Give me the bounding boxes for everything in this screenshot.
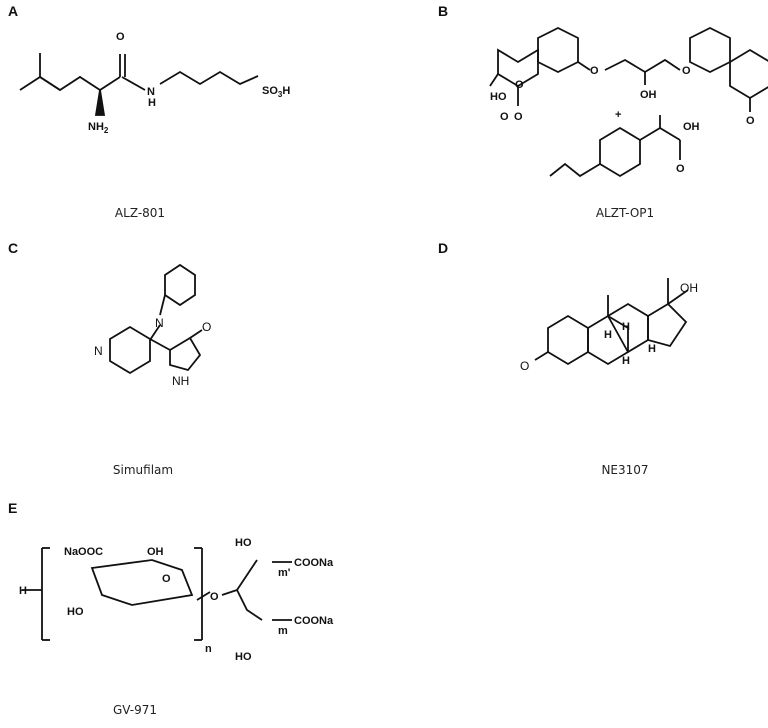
atom-h: H: [622, 355, 630, 367]
atom-h: H: [148, 97, 156, 109]
atom-oh: OH: [680, 281, 698, 295]
caption-gv-971: GV-971: [112, 703, 158, 717]
structure-alz-801: O N H NH2 SO3H: [19, 31, 290, 135]
subscript-m: m: [278, 625, 288, 637]
atom-h: H: [604, 329, 612, 341]
atom-oh: OH: [683, 121, 700, 133]
caption-ne3107: NE3107: [601, 463, 649, 477]
atom-o: O: [590, 65, 599, 77]
atom-ho: HO: [67, 606, 84, 618]
atom-o: O: [515, 79, 524, 91]
structure-simufilam: N N O NH: [94, 263, 211, 388]
atom-ho: HO: [235, 651, 252, 663]
atom-h: H: [19, 585, 27, 597]
subscript-n: n: [205, 643, 212, 655]
atom-h: H: [648, 343, 656, 355]
panel-label-b: B: [438, 3, 449, 19]
panel-label-c: C: [8, 240, 19, 256]
atom-coona: COONa: [294, 615, 334, 627]
atom-o: O: [514, 111, 523, 123]
atom-so3h: SO3H: [262, 85, 290, 99]
atom-n: N: [147, 86, 155, 98]
structure-alzt-op1: O O OH HO O O O O OH + OH O: [489, 26, 768, 178]
atom-o: O: [202, 320, 211, 334]
structure-ne3107: OH O H H H H: [520, 278, 698, 373]
atom-n: N: [94, 344, 103, 358]
panel-label-a: A: [8, 3, 19, 19]
atom-h: H: [622, 321, 630, 333]
atom-o: O: [116, 31, 125, 43]
subscript-m-prime: m': [278, 567, 291, 579]
atom-nh: NH: [172, 374, 189, 388]
atom-naooc: NaOOC: [64, 546, 103, 558]
atom-coona: COONa: [294, 557, 334, 569]
atom-oh: OH: [147, 546, 164, 558]
atom-nh2: NH2: [88, 121, 109, 135]
atom-o: O: [162, 573, 171, 585]
structure-gv-971: NaOOC OH H O HO O n HO COONa m' COONa m …: [19, 537, 334, 663]
atom-o: O: [676, 163, 685, 175]
caption-simufilam: Simufilam: [112, 463, 174, 477]
plus-sign: +: [615, 109, 621, 121]
atom-o: O: [682, 65, 691, 77]
atom-o: O: [500, 111, 509, 123]
atom-o: O: [520, 359, 529, 373]
atom-ho: HO: [490, 91, 507, 103]
atom-oh: OH: [640, 89, 657, 101]
panel-label-e: E: [8, 500, 18, 516]
caption-alz-801: ALZ-801: [114, 206, 166, 220]
atom-n: N: [155, 316, 164, 330]
caption-alzt-op1: ALZT-OP1: [595, 206, 655, 220]
atom-o: O: [746, 115, 755, 127]
atom-o: O: [210, 591, 219, 603]
panel-label-d: D: [438, 240, 449, 256]
atom-ho: HO: [235, 537, 252, 549]
